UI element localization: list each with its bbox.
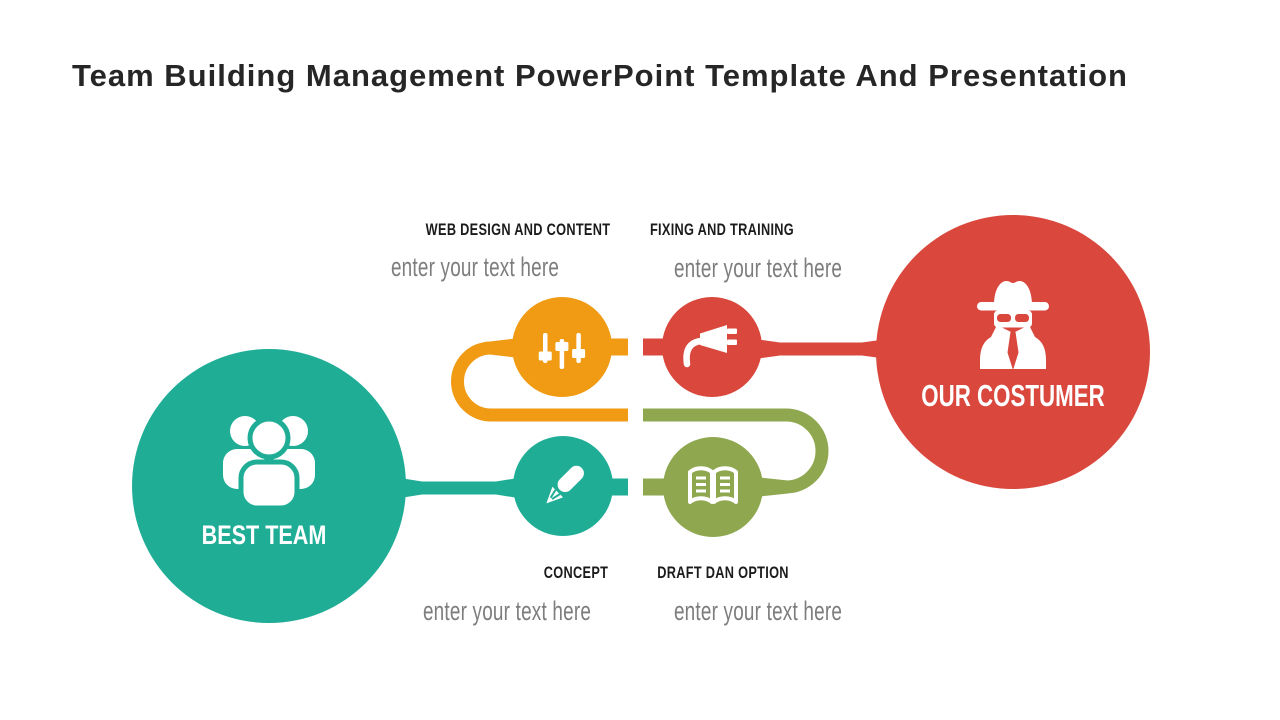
step-placeholder-concept: enter your text here xyxy=(422,596,592,626)
spy-icon xyxy=(977,281,1049,370)
people-icon xyxy=(223,416,315,511)
step-placeholder-draft: enter your text here xyxy=(673,596,843,626)
best-team-label: BEST TEAM xyxy=(201,520,327,550)
step-heading-concept: CONCEPT xyxy=(543,563,609,582)
plug-icon xyxy=(683,325,737,368)
book-icon xyxy=(688,466,738,504)
step-placeholder-web-design: enter your text here xyxy=(390,252,560,282)
our-costumer-label: OUR COSTUMER xyxy=(921,378,1105,413)
sliders-icon xyxy=(538,333,586,369)
pencil-icon xyxy=(546,465,584,504)
step-heading-web-design: WEB DESIGN AND CONTENT xyxy=(425,220,611,239)
step-placeholder-fixing: enter your text here xyxy=(673,253,843,283)
slide-title: Team Building Management PowerPoint Temp… xyxy=(72,58,1128,93)
step-heading-fixing: FIXING AND TRAINING xyxy=(649,220,795,239)
step-heading-draft: DRAFT DAN OPTION xyxy=(657,563,789,582)
